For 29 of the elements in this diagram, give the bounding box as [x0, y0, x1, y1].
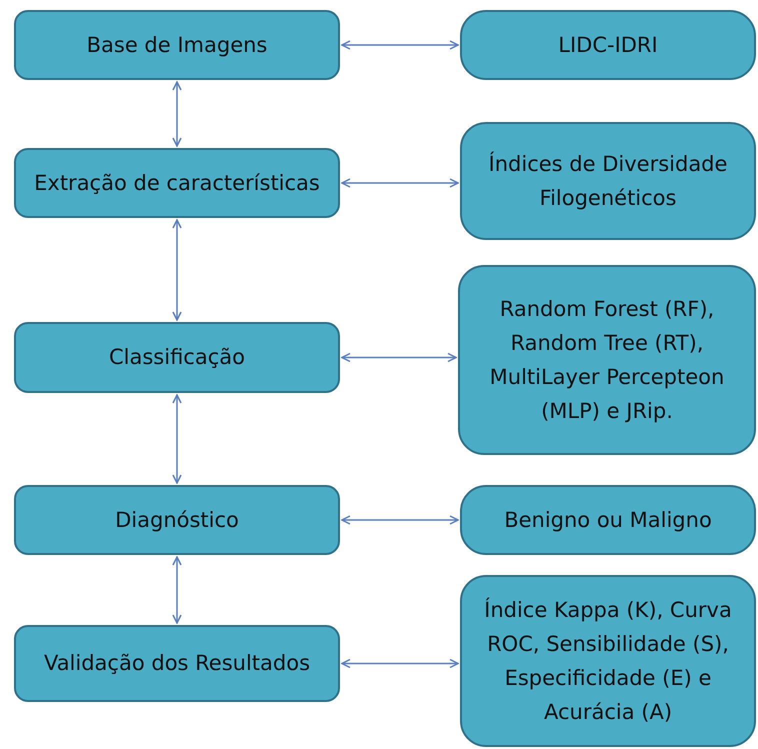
box-text: Índice Kappa (K), Curva ROC, Sensibilidade (S), Especificidade (E) e Acurácia (A) — [483, 596, 733, 726]
box-text: Extração de características — [34, 170, 320, 196]
double-arrow — [341, 352, 457, 362]
double-arrow — [341, 515, 459, 525]
box-text: Validação dos Resultados — [44, 650, 310, 677]
process-box — [460, 575, 756, 747]
box-text: Benigno ou Maligno — [504, 507, 712, 534]
double-arrow — [172, 81, 182, 147]
box-text: Base de Imagens — [86, 32, 268, 58]
process-box — [458, 265, 756, 455]
process-box — [14, 322, 340, 393]
double-arrow — [172, 219, 182, 321]
box-text: Índices de Diversidade Filogenéticos — [488, 150, 728, 212]
double-arrow — [341, 178, 459, 188]
process-box — [460, 485, 756, 555]
process-box — [14, 10, 340, 80]
process-box — [14, 485, 340, 555]
double-arrow — [172, 556, 182, 624]
process-box — [460, 10, 756, 80]
process-box — [14, 148, 340, 218]
box-text: Diagnóstico — [115, 506, 239, 534]
double-arrow — [172, 394, 182, 484]
process-box — [460, 122, 756, 240]
double-arrow — [341, 40, 459, 50]
box-text: Classificação — [109, 344, 245, 371]
box-text: LIDC-IDRI — [558, 32, 658, 59]
double-arrow — [341, 658, 459, 668]
process-box — [14, 625, 340, 702]
box-text: Random Forest (RF), Random Tree (RT), MultiLayer Percepteon (MLP) e JRip. — [488, 296, 726, 425]
